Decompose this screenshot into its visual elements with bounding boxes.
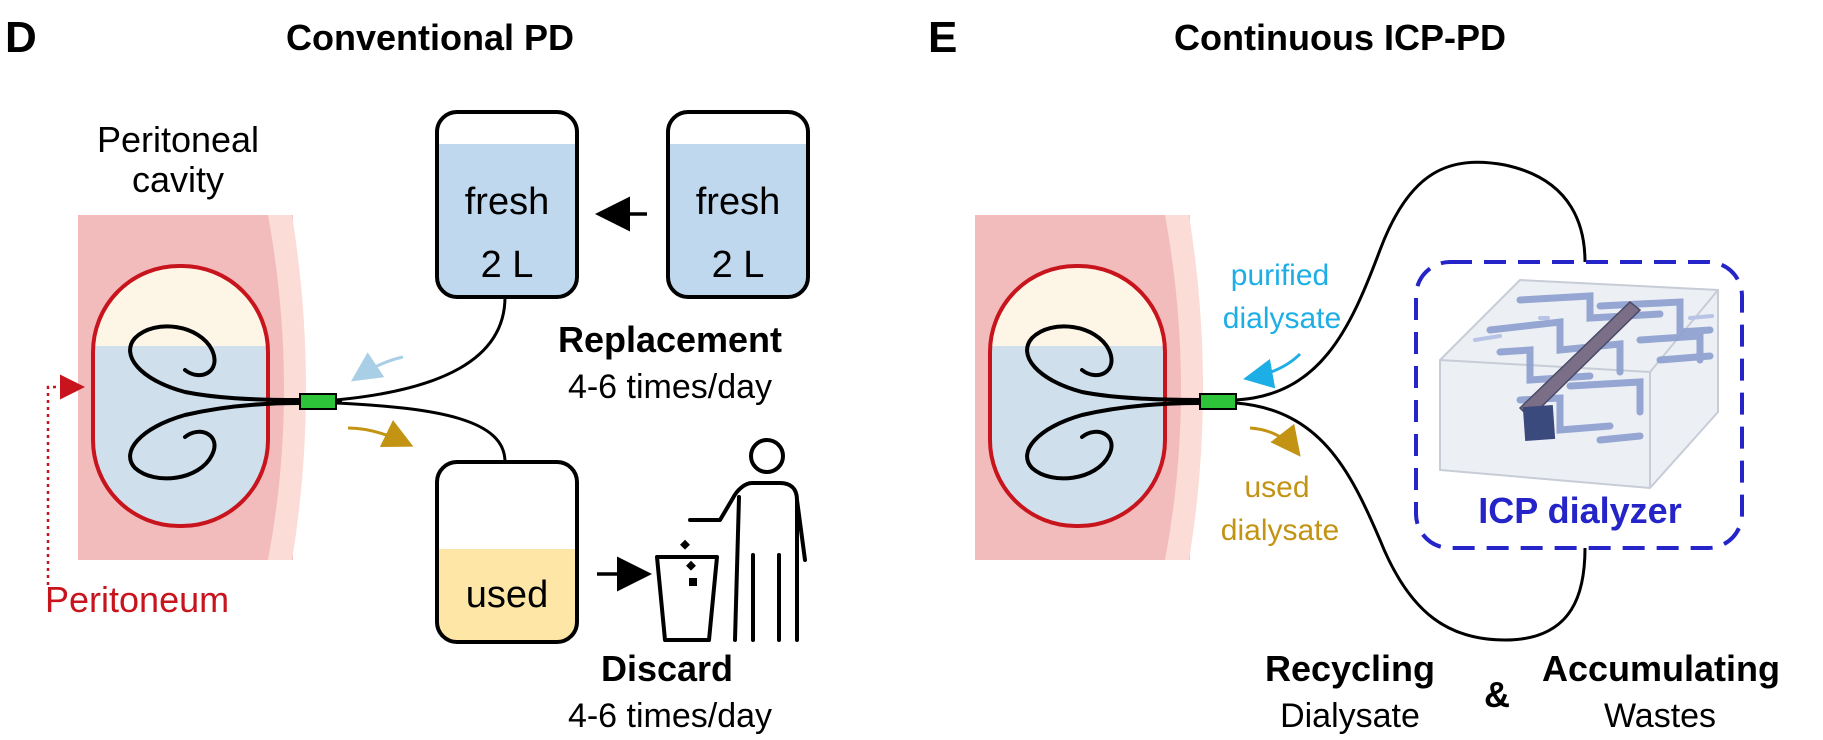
accumulating-subtitle: Wastes [1604, 697, 1716, 735]
recycling-subtitle: Dialysate [1280, 697, 1420, 735]
panel-e-letter: E [928, 13, 957, 62]
peritoneum-label: Peritoneum [45, 579, 229, 620]
peritoneal-cavity-e [988, 264, 1167, 528]
peritoneal-cavity-d [91, 264, 270, 528]
purified-arrow [1243, 352, 1302, 389]
panel-e: E Continuous ICP-PD purified dialys [928, 13, 1780, 735]
purified-label-line1: purified [1231, 259, 1329, 292]
discard-title: Discard [601, 648, 733, 689]
peritoneum-membrane-e [988, 264, 1167, 528]
cavity-label-line2: cavity [132, 159, 224, 200]
accumulating-title: Accumulating [1542, 648, 1780, 689]
peritoneum-membrane-d [91, 264, 270, 528]
panel-d: D Conventional PD Peritonea [5, 13, 810, 735]
used-bag: used [435, 460, 579, 644]
panel-e-title: Continuous ICP-PD [1174, 17, 1506, 58]
used-arrow-e [1249, 423, 1301, 457]
inflow-loop-e [1235, 160, 1587, 402]
replacement-title: Replacement [558, 319, 782, 360]
panel-d-letter: D [5, 13, 37, 62]
purified-label-line2: dialysate [1223, 302, 1341, 335]
fresh-bag-1-line2: 2 L [481, 244, 534, 286]
discard-frequency: 4-6 times/day [568, 697, 772, 735]
inflow-arrow-d [351, 352, 404, 382]
recycling-title: Recycling [1265, 648, 1435, 689]
replacement-frequency: 4-6 times/day [568, 368, 772, 406]
outflow-loop-e [1235, 401, 1587, 642]
inflow-tube-d [335, 296, 507, 402]
outflow-tube-d [335, 401, 507, 463]
catheter-coil-e [1025, 324, 1202, 481]
outflow-arrow-d [347, 420, 414, 448]
trash-can-icon [655, 555, 719, 642]
fresh-bag-2: fresh 2 L [666, 110, 810, 299]
used-bag-label: used [466, 574, 548, 616]
panel-d-title: Conventional PD [286, 17, 574, 58]
used-label-line2: dialysate [1221, 514, 1339, 547]
cavity-label-line1: Peritoneal [97, 119, 259, 160]
fresh-bag-1-line1: fresh [465, 181, 549, 223]
dialyzer-label: ICP dialyzer [1478, 490, 1681, 531]
connector-e [1199, 393, 1237, 410]
used-label-line1: used [1244, 471, 1309, 504]
connector-d [299, 393, 337, 410]
fresh-bag-2-line1: fresh [696, 181, 780, 223]
fresh-bag-1: fresh 2 L [435, 110, 579, 299]
fresh-bag-2-line2: 2 L [712, 244, 765, 286]
icp-dialyzer-device-icon [1439, 278, 1719, 490]
peritoneum-pointer [46, 374, 85, 585]
person-discarding-icon [655, 438, 807, 642]
ampersand: & [1484, 674, 1510, 715]
